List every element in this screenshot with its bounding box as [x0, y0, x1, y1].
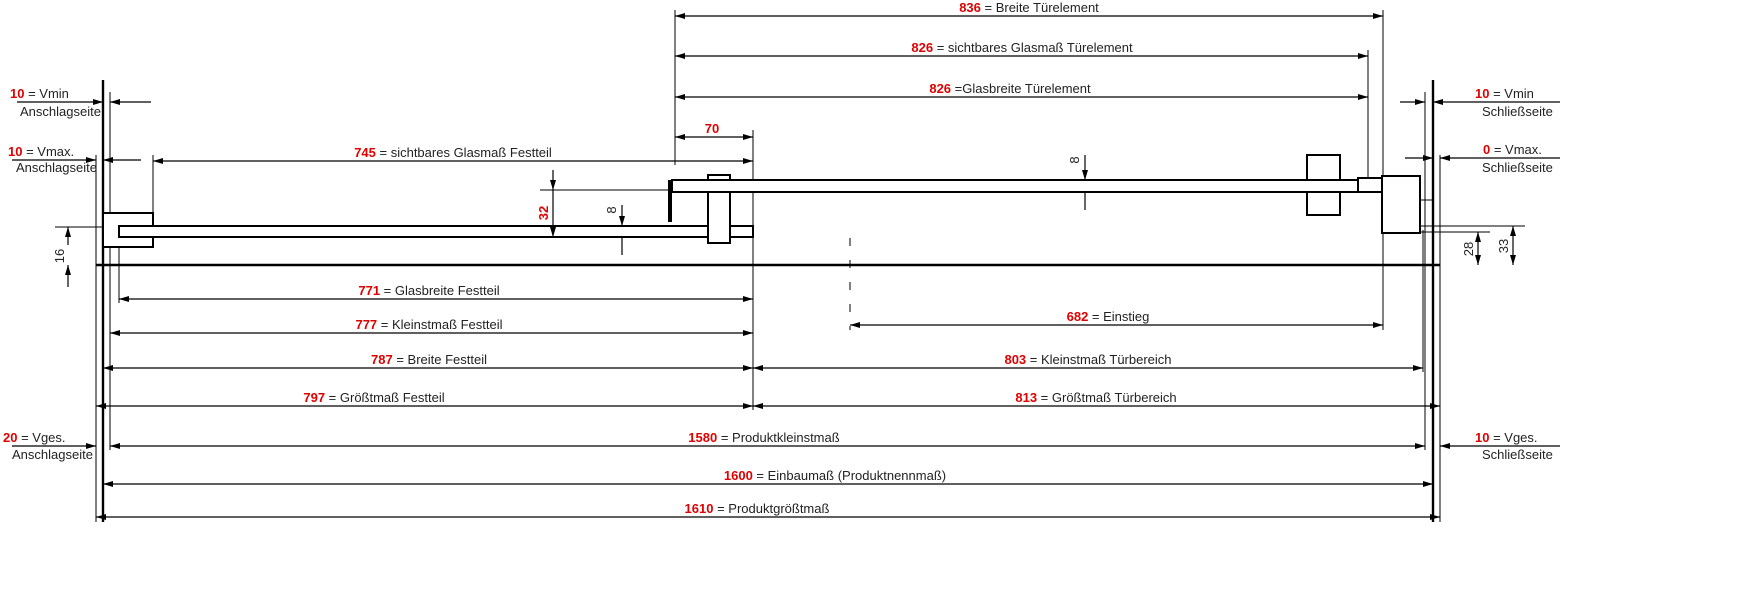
dimension-826-visible-door: 826 = sichtbares Glasmaß Türelement — [675, 40, 1368, 59]
dimension-32: 32 — [536, 170, 556, 237]
fixed-glass-panel — [118, 225, 754, 238]
svg-text:28: 28 — [1461, 242, 1476, 256]
svg-text:10 = Vmin: 10 = Vmin — [10, 86, 69, 101]
dimension-777: 777 = Kleinstmaß Festteil — [110, 317, 753, 336]
right-vmax: 0 = Vmax. Schließseite — [1405, 142, 1560, 175]
svg-text:826 = sichtbares Glasmaß Türel: 826 = sichtbares Glasmaß Türelement — [911, 40, 1133, 55]
svg-text:32: 32 — [536, 206, 551, 220]
svg-text:33: 33 — [1496, 239, 1511, 253]
svg-text:1610 = Produktgrößtmaß: 1610 = Produktgrößtmaß — [685, 501, 830, 516]
svg-text:Anschlagseite: Anschlagseite — [12, 447, 93, 462]
dimension-8-festteil: 8 — [604, 205, 625, 255]
svg-text:826 =Glasbreite Türelement: 826 =Glasbreite Türelement — [929, 81, 1091, 96]
dimension-33: 33 — [1496, 226, 1516, 265]
svg-text:Schließseite: Schließseite — [1482, 160, 1553, 175]
svg-text:20 = Vges.: 20 = Vges. — [3, 430, 66, 445]
left-vmin: 10 = Vmin Anschlagseite — [10, 86, 151, 119]
svg-text:1580 = Produktkleinstmaß: 1580 = Produktkleinstmaß — [688, 430, 839, 445]
dimension-28: 28 — [1461, 232, 1481, 265]
dimension-682-entry: 682 = Einstieg — [850, 309, 1383, 328]
svg-text:0 = Vmax.: 0 = Vmax. — [1483, 142, 1542, 157]
dimension-803: 803 = Kleinstmaß Türbereich — [753, 352, 1423, 371]
svg-text:1600 = Einbaumaß (Produktnennm: 1600 = Einbaumaß (Produktnennmaß) — [724, 468, 946, 483]
structure — [55, 10, 1525, 522]
door-seal-profile — [1357, 177, 1383, 193]
left-vmax: 10 = Vmax. Anschlagseite — [8, 144, 141, 175]
door-glass-panel — [671, 179, 1371, 193]
dimension-813: 813 = Größtmaß Türbereich — [753, 390, 1440, 409]
right-vges: 10 = Vges. Schließseite — [1440, 430, 1560, 462]
svg-text:797 = Größtmaß Festteil: 797 = Größtmaß Festteil — [303, 390, 444, 405]
svg-text:8: 8 — [1067, 156, 1082, 163]
svg-text:813 = Größtmaß Türbereich: 813 = Größtmaß Türbereich — [1015, 390, 1176, 405]
right-wall-profile — [1381, 175, 1421, 234]
svg-text:771 = Glasbreite Festteil: 771 = Glasbreite Festteil — [358, 283, 499, 298]
dimension-745: 745 = sichtbares Glasmaß Festteil — [153, 145, 753, 164]
svg-text:745 = sichtbares Glasmaß Festt: 745 = sichtbares Glasmaß Festteil — [354, 145, 552, 160]
svg-text:10 = Vmin: 10 = Vmin — [1475, 86, 1534, 101]
dimension-1600: 1600 = Einbaumaß (Produktnennmaß) — [103, 468, 1433, 487]
svg-text:803 = Kleinstmaß Türbereich: 803 = Kleinstmaß Türbereich — [1004, 352, 1171, 367]
svg-text:787 = Breite Festteil: 787 = Breite Festteil — [371, 352, 487, 367]
svg-text:8: 8 — [604, 206, 619, 213]
svg-text:70: 70 — [705, 121, 719, 136]
dimension-70: 70 — [675, 121, 753, 140]
svg-text:777 = Kleinstmaß Festteil: 777 = Kleinstmaß Festteil — [355, 317, 502, 332]
dimension-826-door-glass: 826 =Glasbreite Türelement — [675, 81, 1368, 100]
svg-text:Schließseite: Schließseite — [1482, 104, 1553, 119]
svg-text:836 = Breite Türelement: 836 = Breite Türelement — [959, 0, 1099, 15]
svg-text:Anschlagseite: Anschlagseite — [16, 160, 97, 175]
svg-text:10 = Vges.: 10 = Vges. — [1475, 430, 1538, 445]
dimension-836: 836 = Breite Türelement — [675, 0, 1383, 19]
svg-text:16: 16 — [52, 249, 67, 263]
dimension-797: 797 = Größtmaß Festteil — [96, 390, 753, 409]
svg-text:Anschlagseite: Anschlagseite — [20, 104, 101, 119]
dimension-787: 787 = Breite Festteil — [103, 352, 753, 371]
svg-text:682 = Einstieg: 682 = Einstieg — [1067, 309, 1150, 324]
svg-text:10 = Vmax.: 10 = Vmax. — [8, 144, 74, 159]
dimension-771: 771 = Glasbreite Festteil — [119, 283, 753, 302]
dimension-16: 16 — [52, 227, 71, 287]
left-vges: 20 = Vges. Anschlagseite — [3, 430, 96, 462]
dimension-1580: 1580 = Produktkleinstmaß — [110, 430, 1425, 449]
svg-text:Schließseite: Schließseite — [1482, 447, 1553, 462]
dimension-1610: 1610 = Produktgrößtmaß — [96, 501, 1440, 520]
right-vmin: 10 = Vmin Schließseite — [1400, 86, 1560, 119]
dimension-8-door: 8 — [1067, 155, 1088, 210]
